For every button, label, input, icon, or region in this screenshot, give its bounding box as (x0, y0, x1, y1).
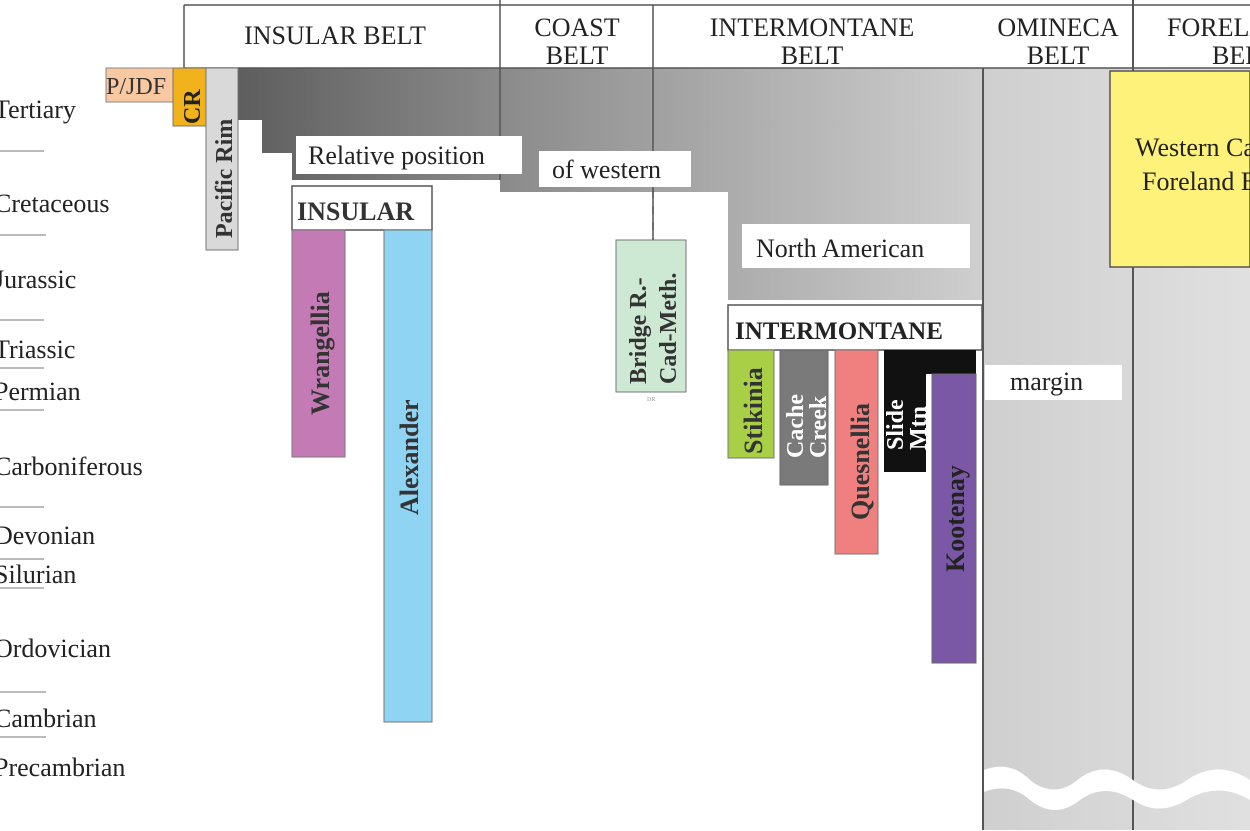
insular-header (291, 185, 433, 231)
terrane-cr (172, 67, 207, 127)
belt-foreland-line1: FORELAND (1167, 13, 1250, 42)
belt-omineca-line1: OMINECA (997, 13, 1119, 42)
terrane-pacific-rim (205, 67, 239, 251)
period-column: Tertiary Cretaceous Jurassic Triassic Pe… (0, 95, 143, 782)
period-ordovician: Ordovician (0, 634, 111, 663)
belt-header: INSULAR BELT COAST BELT INTERMONTANE BEL… (183, 0, 1250, 240)
label-margin: margin (1010, 367, 1083, 396)
label-intermontane: INTERMONTANE (735, 318, 943, 345)
label-stikinia: Stikinia (739, 367, 768, 454)
period-silurian: Silurian (0, 560, 76, 589)
label-kootenay: Kootenay (941, 465, 970, 572)
margin-labels: Relative position of western North Ameri… (296, 136, 1122, 400)
belt-omineca-line2: BELT (1027, 41, 1090, 70)
label-insular: INSULAR (297, 197, 414, 226)
slide-mtn-top-bar (884, 350, 976, 374)
label-slide-line1: Slide (883, 399, 909, 450)
period-jurassic: Jurassic (0, 265, 76, 294)
credit-text: DR (647, 397, 655, 403)
foreland-line2: Foreland Basin (1142, 167, 1250, 196)
belt-foreland-line2: BELT (1212, 41, 1250, 70)
label-cache-line1: Cache (783, 394, 809, 458)
belt-coast-line2: BELT (546, 41, 609, 70)
terrane-stikinia (727, 349, 775, 459)
terrane-bridge-river (615, 239, 687, 393)
foreland-basin-box: Western Canada Foreland Basin (1109, 70, 1250, 268)
terrane-pjdf (105, 67, 174, 103)
terrane-cache-creek (779, 349, 829, 486)
belt-intermontane-line2: BELT (781, 41, 844, 70)
scale-break (984, 766, 1250, 810)
period-tertiary: Tertiary (0, 95, 76, 124)
label-pacific-rim: Pacific Rim (212, 119, 238, 238)
label-alexander: Alexander (395, 399, 424, 515)
period-precambrian: Precambrian (0, 753, 125, 782)
period-permian: Permian (0, 377, 81, 406)
belt-intermontane-line1: INTERMONTANE (710, 13, 914, 42)
label-quesnellia: Quesnellia (846, 403, 875, 520)
label-bridge-line1: Bridge R.- (626, 277, 652, 384)
period-devonian: Devonian (0, 521, 95, 550)
label-cache-line2: Creek (806, 395, 832, 458)
label-relative-position: Relative position (308, 141, 485, 170)
terrane-kootenay (931, 373, 977, 664)
period-cretaceous: Cretaceous (0, 189, 110, 218)
belt-coast-line1: COAST (534, 13, 619, 42)
terrane-alexander (383, 229, 433, 723)
belt-insular: INSULAR BELT (244, 21, 426, 50)
label-slide-line2: Mtn (906, 406, 932, 450)
label-bridge-line2: Cad-Meth. (656, 273, 682, 384)
label-north-american: North American (756, 234, 924, 263)
terrane-quesnellia (834, 349, 879, 555)
period-cambrian: Cambrian (0, 704, 97, 733)
foreland-line1: Western Canada (1135, 133, 1250, 162)
label-pjdf: P/JDF (106, 74, 166, 100)
period-triassic: Triassic (0, 335, 75, 364)
label-of-western: of western (552, 155, 661, 184)
label-wrangellia: Wrangellia (306, 291, 335, 415)
label-cr: CR (180, 89, 206, 124)
period-carboniferous: Carboniferous (0, 452, 143, 481)
terrane-wrangellia (291, 229, 346, 458)
